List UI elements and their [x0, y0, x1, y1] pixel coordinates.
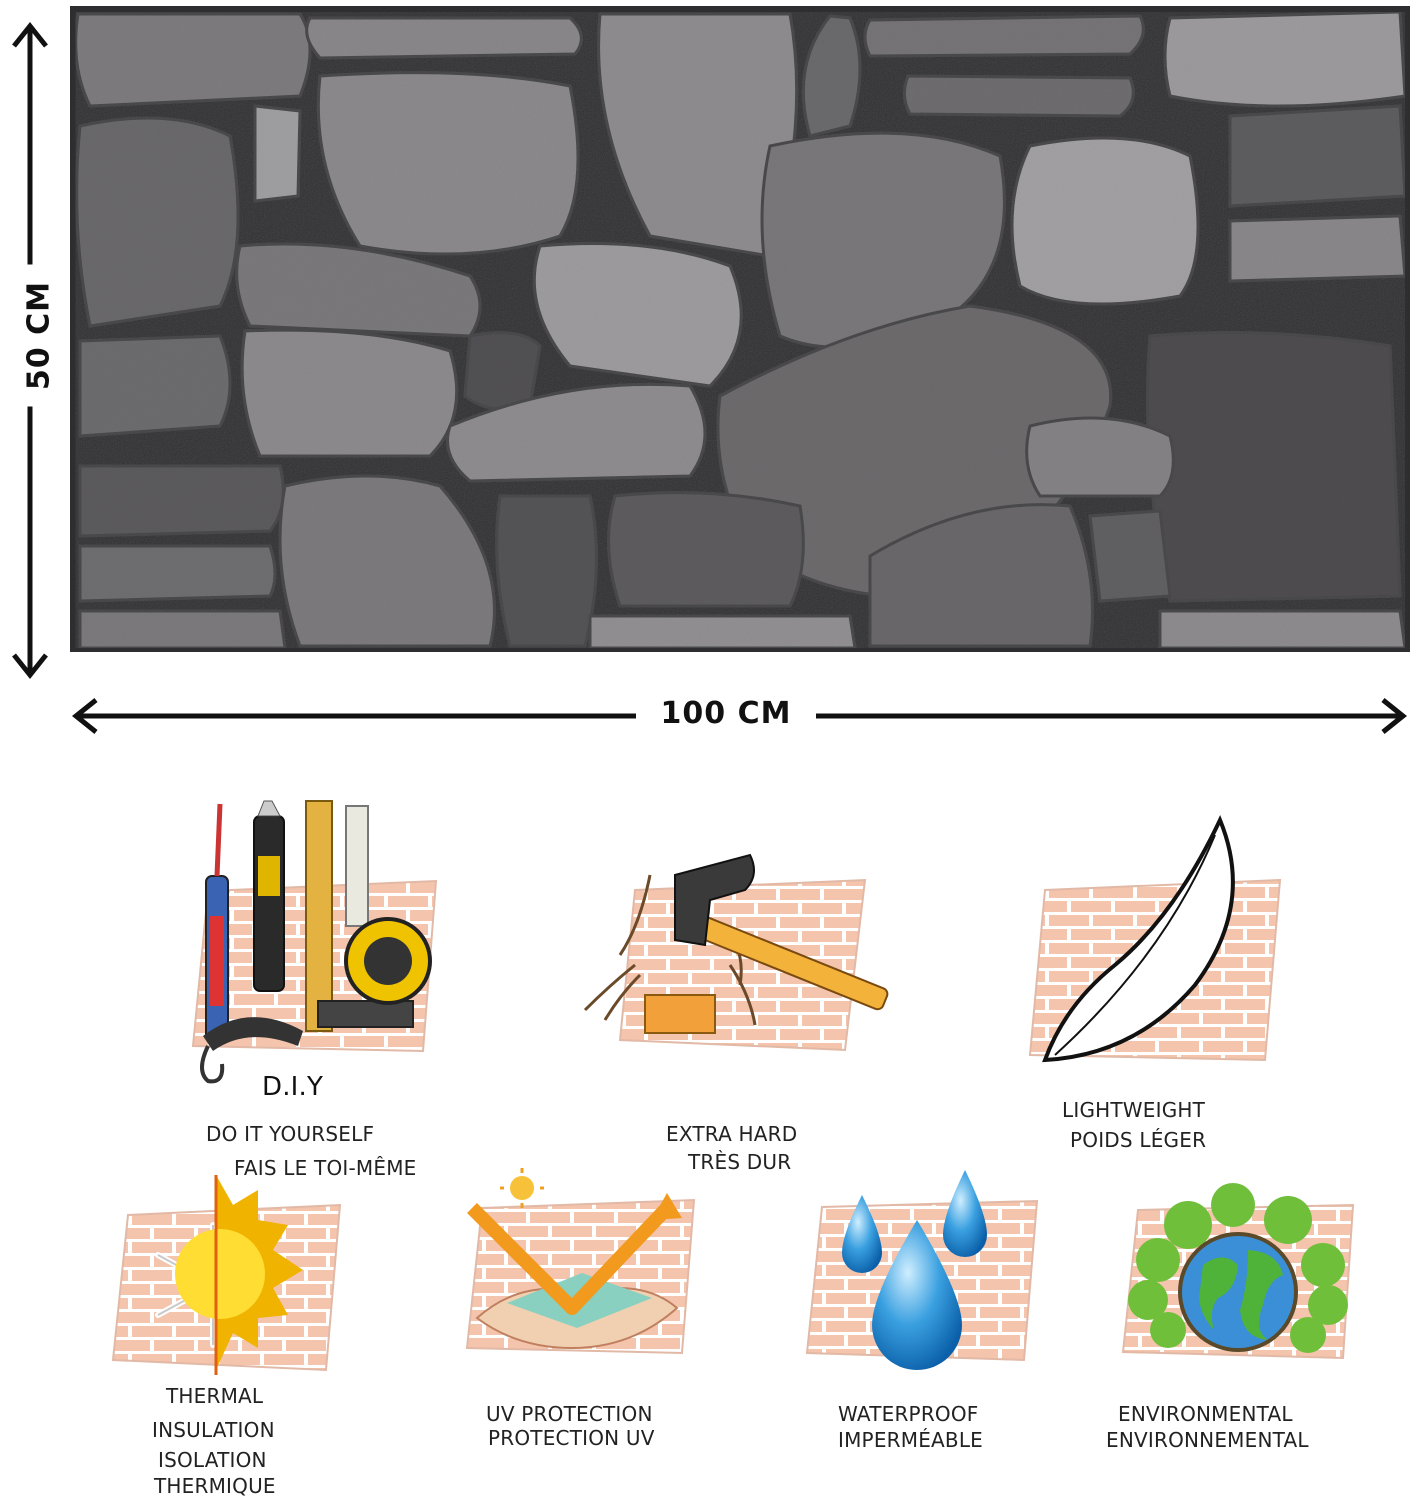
extra-hard-line2: TRÈS DUR [688, 1150, 792, 1174]
tools-icon [191, 800, 438, 1084]
height-label: 50 CM [21, 264, 57, 407]
water-drops-icon [805, 1170, 1039, 1370]
stone-wall-panel-image [70, 6, 1410, 652]
feather-icon [1028, 815, 1282, 1063]
lightweight-line1: LIGHTWEIGHT [1062, 1098, 1206, 1122]
environmental-line1: ENVIRONMENTAL [1118, 1402, 1293, 1426]
earth-trees-icon [1121, 1183, 1355, 1360]
diy-line1: DO IT YOURSELF [206, 1122, 375, 1146]
uv-line2: PROTECTION UV [488, 1426, 655, 1450]
diy-title: D.I.Y [262, 1072, 324, 1102]
feature-waterproof [802, 1165, 1040, 1375]
width-label: 100 CM [636, 696, 816, 731]
feature-thermal [108, 1170, 343, 1375]
uv-line1: UV PROTECTION [486, 1402, 653, 1426]
hammer-icon [583, 853, 889, 1052]
thermal-line4: THERMIQUE [154, 1474, 276, 1498]
feature-environmental [1118, 1180, 1356, 1370]
extra-hard-line1: EXTRA HARD [666, 1122, 798, 1146]
feature-lightweight [1025, 815, 1285, 1070]
sun-snowflake-icon [111, 1175, 342, 1375]
thermal-line2: INSULATION [152, 1418, 275, 1442]
environmental-line2: ENVIRONNEMENTAL [1106, 1428, 1309, 1452]
waterproof-line2: IMPERMÉABLE [838, 1428, 984, 1452]
uv-shield-icon [465, 1168, 696, 1355]
waterproof-line1: WATERPROOF [838, 1402, 979, 1426]
feature-extra-hard [580, 845, 910, 1055]
feature-diy [188, 796, 438, 1086]
feature-uv [462, 1168, 697, 1368]
lightweight-line2: POIDS LÉGER [1070, 1128, 1207, 1152]
thermal-line1: THERMAL [166, 1384, 264, 1408]
diy-line2: FAIS LE TOI-MÊME [234, 1156, 417, 1180]
thermal-line3: ISOLATION [158, 1448, 267, 1472]
